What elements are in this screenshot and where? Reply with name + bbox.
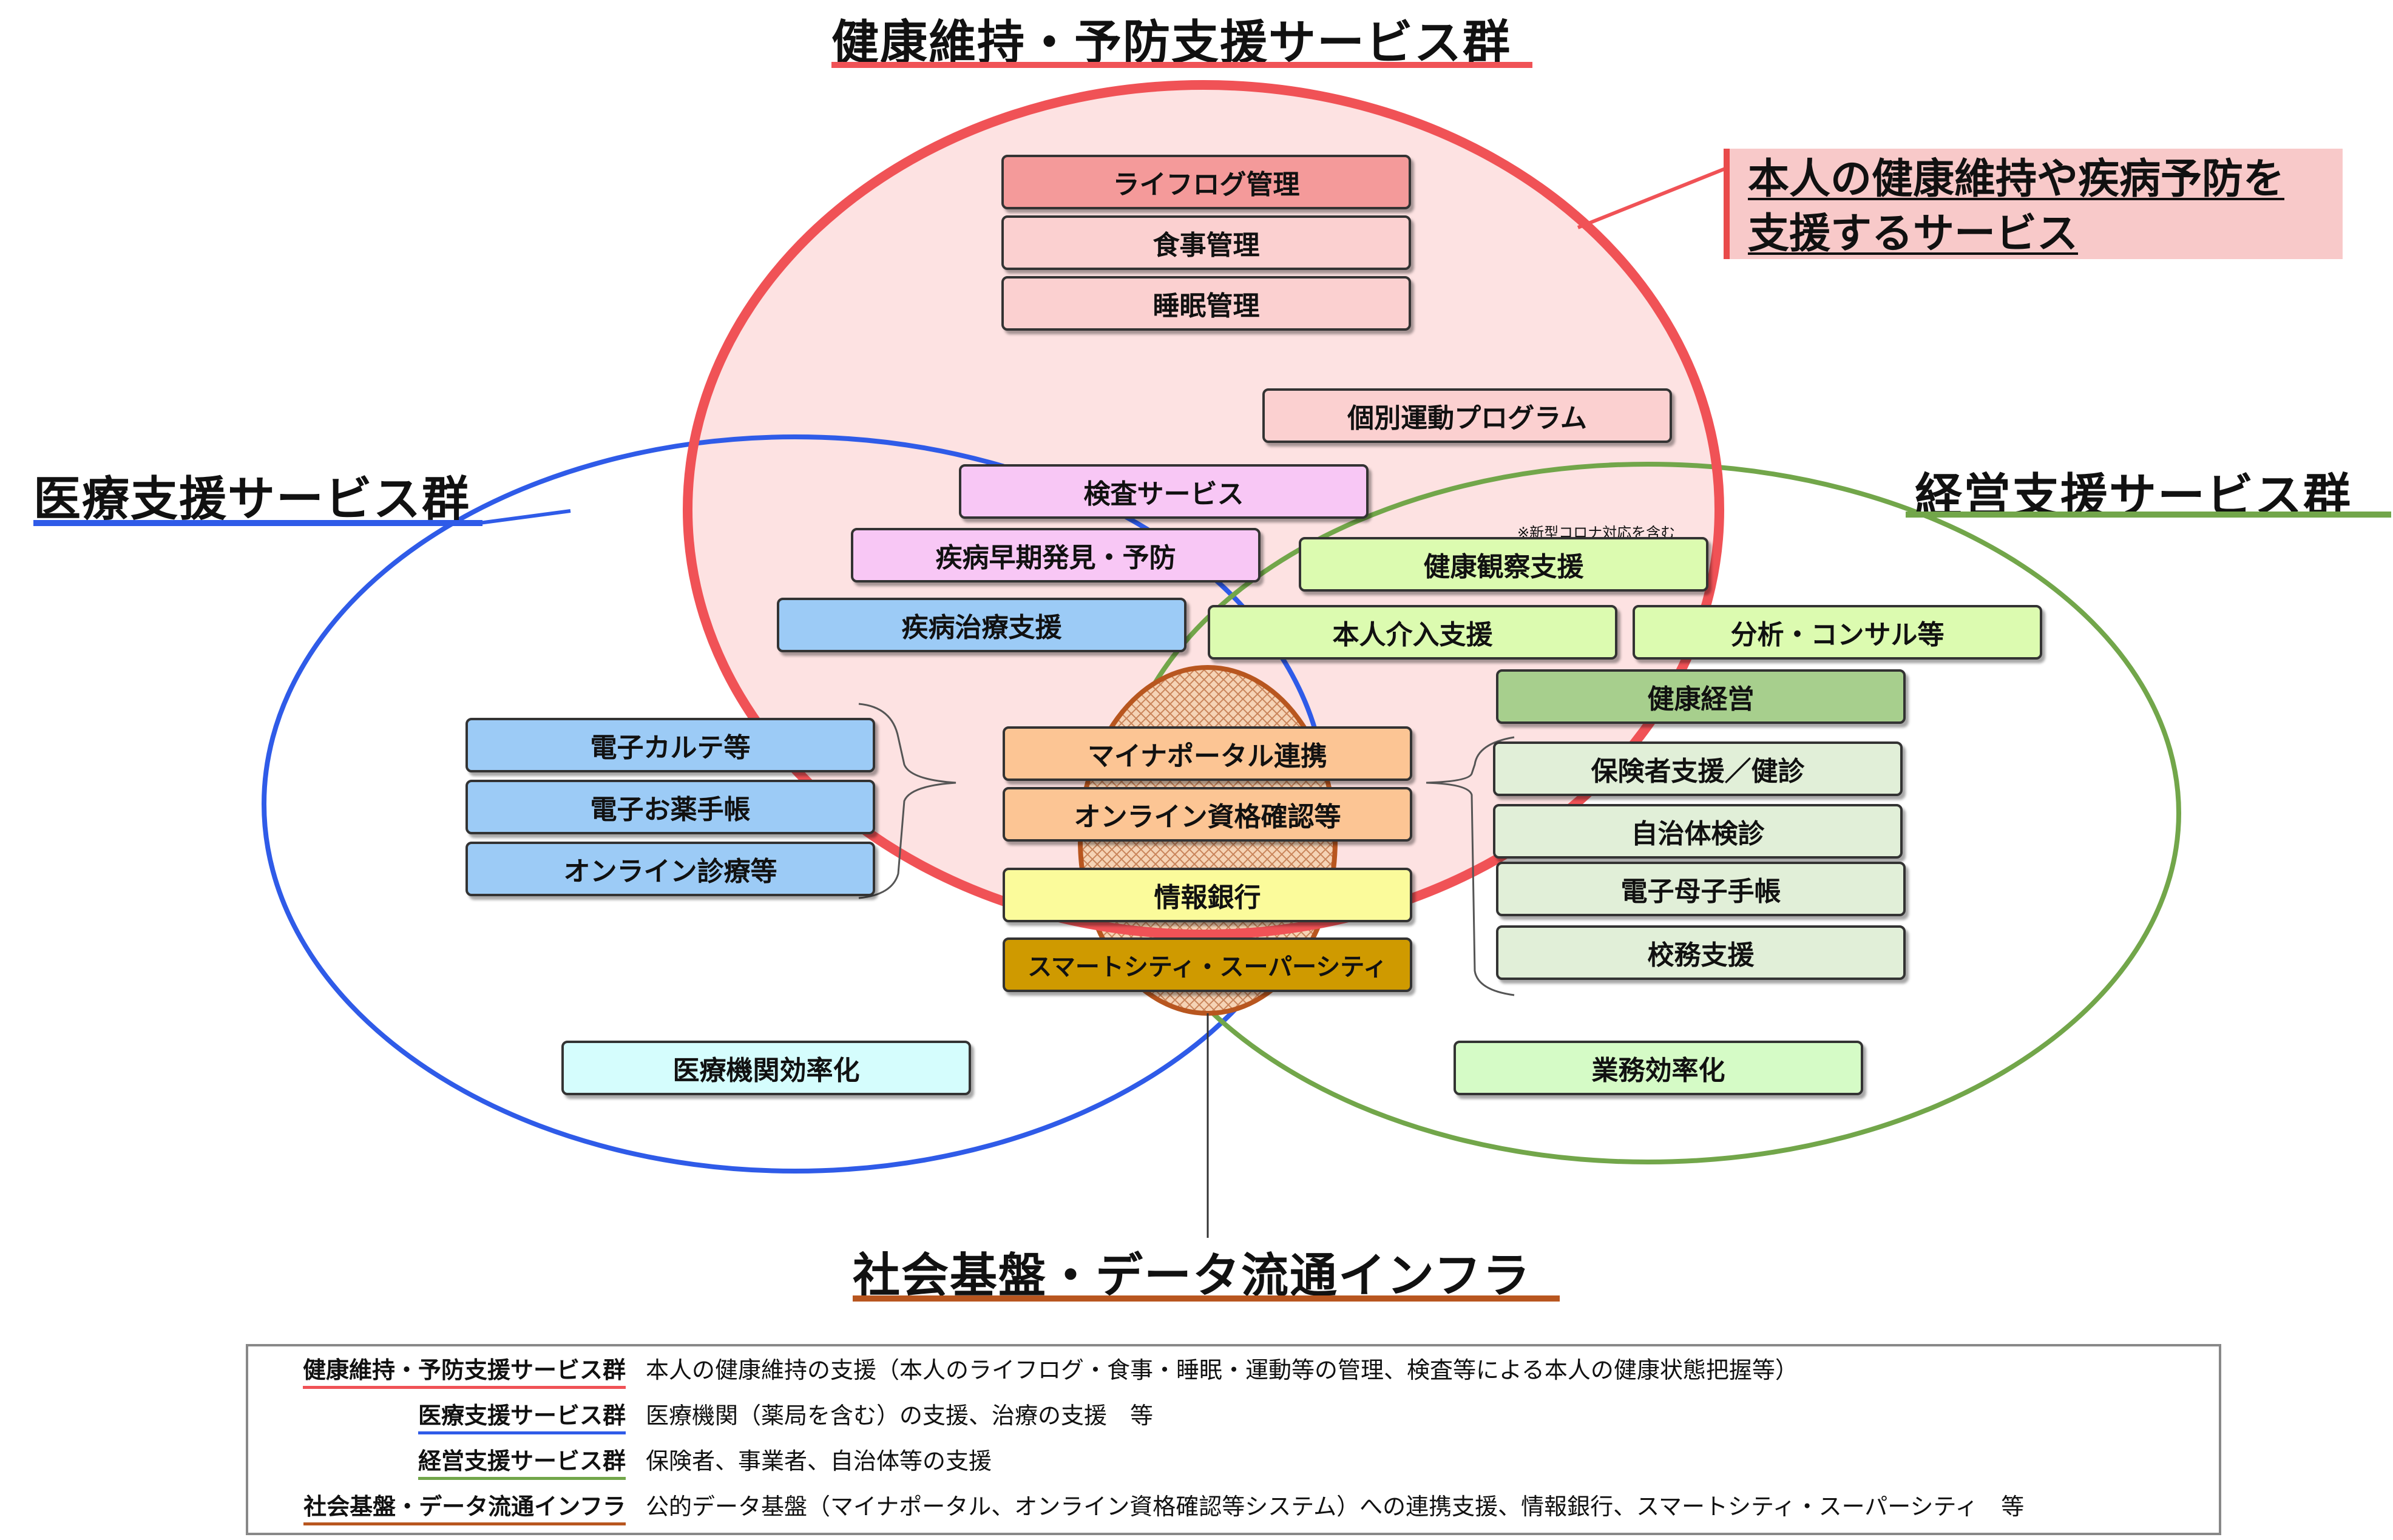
legend-row: 社会基盤・データ流通インフラ 公的データ基盤（マイナポータル、オンライン資格確認… [248,1488,2219,1525]
legend: 健康維持・予防支援サービス群 本人の健康維持の支援（本人のライフログ・食事・睡眠… [246,1344,2221,1535]
legend-term: 社会基盤・データ流通インフラ [303,1488,626,1525]
box-business-efficiency: 業務効率化 [1454,1041,1863,1095]
box-meal: 食事管理 [1001,215,1411,270]
callout-line-2: 支援するサービス [1748,210,2079,258]
box-health-observation: 健康観察支援 [1299,537,1708,592]
legend-term: 健康維持・予防支援サービス群 [302,1351,626,1389]
medical-title-underline [33,520,482,526]
callout-line-1: 本人の健康維持や疾病予防を [1748,155,2285,203]
legend-row: 経営支援サービス群 保険者、事業者、自治体等の支援 [248,1442,2219,1480]
management-title-underline [1906,512,2391,518]
box-e-maternal: 電子母子手帳 [1496,862,1906,916]
left-brace [858,703,956,899]
health-circle [683,80,1724,939]
box-exercise: 個別運動プログラム [1262,388,1672,443]
legend-term: 医療支援サービス群 [418,1397,626,1434]
box-smart-city: スマートシティ・スーパーシティ [1003,937,1412,992]
box-health-management: 健康経営 [1496,669,1906,724]
box-checkup: 検査サービス [959,464,1369,519]
callout-leader-line [1577,165,1731,229]
box-info-bank: 情報銀行 [1003,868,1412,922]
health-callout: 本人の健康維持や疾病予防を 支援するサービス [1724,149,2343,259]
box-early-detection: 疾病早期発見・予防 [851,528,1261,583]
health-title-underline [831,62,1532,68]
box-lifelog: ライフログ管理 [1001,155,1411,209]
box-sleep: 睡眠管理 [1001,276,1411,331]
box-online-care: オンライン診療等 [465,842,875,896]
box-analysis: 分析・コンサル等 [1633,605,2042,660]
box-e-medicine: 電子お薬手帳 [465,780,875,834]
medical-group-title: 医療支援サービス群 [33,472,471,527]
box-myna: マイナポータル連携 [1003,726,1412,781]
box-insurer: 保険者支援／健診 [1493,741,1903,796]
infra-group-title: 社会基盤・データ流通インフラ [853,1249,1531,1303]
box-ehr: 電子カルテ等 [465,718,875,772]
right-brace [1426,736,1515,996]
legend-row: 医療支援サービス群 医療機関（薬局を含む）の支援、治療の支援 等 [248,1397,2219,1434]
medical-leader-line [479,509,571,525]
box-online-qual: オンライン資格確認等 [1003,787,1412,842]
legend-term: 経営支援サービス群 [418,1442,626,1480]
box-school: 校務支援 [1496,925,1906,980]
health-group-title: 健康維持・予防支援サービス群 [831,16,1512,70]
box-municipal: 自治体検診 [1493,804,1903,859]
legend-desc: 公的データ基盤（マイナポータル、オンライン資格確認等システム）への連携支援、情報… [646,1493,2025,1520]
legend-desc: 医療機関（薬局を含む）の支援、治療の支援 等 [646,1402,1154,1429]
infra-title-underline [853,1295,1560,1302]
legend-desc: 保険者、事業者、自治体等の支援 [646,1448,992,1474]
box-hospital-efficiency: 医療機関効率化 [561,1041,971,1095]
box-intervention: 本人介入支援 [1208,605,1617,660]
box-treatment: 疾病治療支援 [777,598,1186,652]
legend-row: 健康維持・予防支援サービス群 本人の健康維持の支援（本人のライフログ・食事・睡眠… [248,1351,2219,1389]
legend-desc: 本人の健康維持の支援（本人のライフログ・食事・睡眠・運動等の管理、検査等による本… [646,1357,1798,1383]
